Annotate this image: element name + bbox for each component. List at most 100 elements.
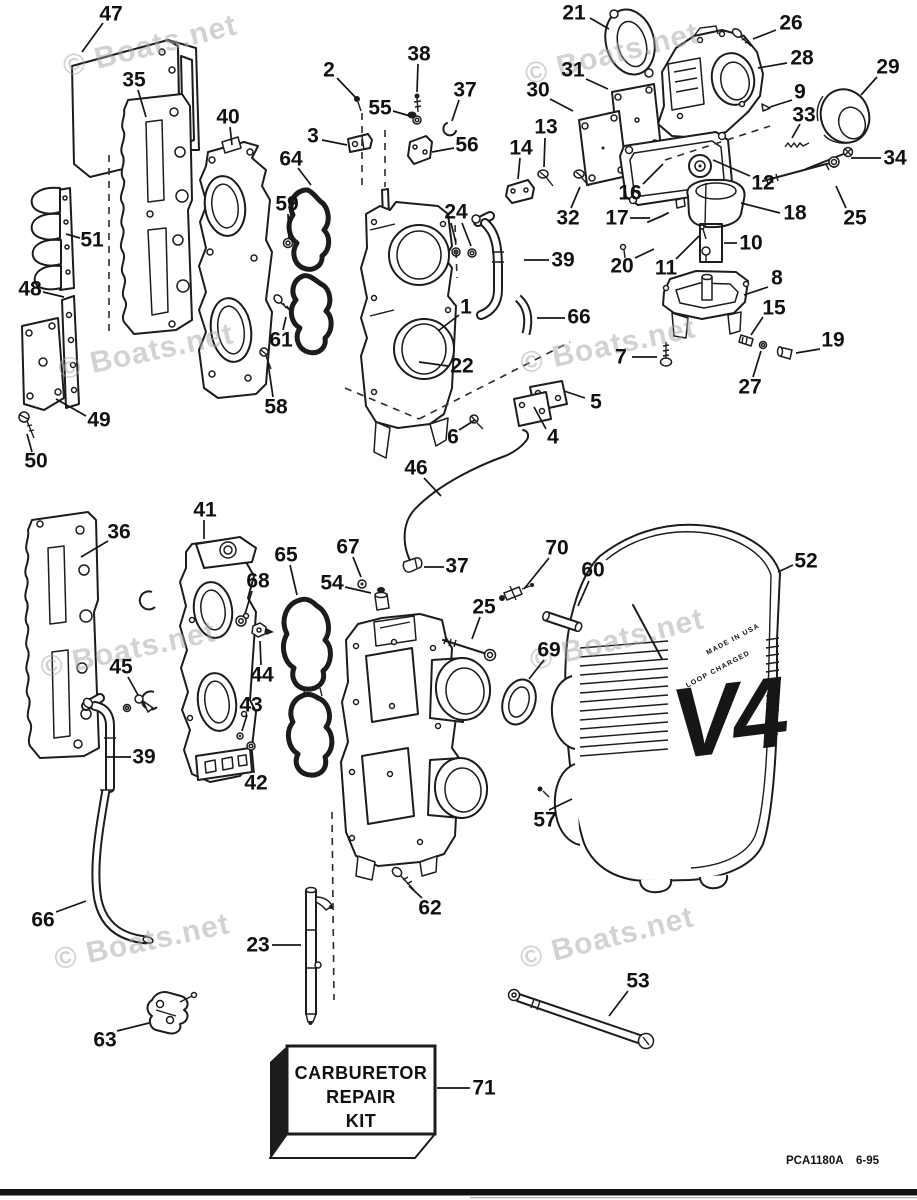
leader-line-66: [55, 900, 87, 913]
callout-9: 9: [794, 81, 806, 104]
part-v4-cover-52: [551, 523, 781, 894]
part-spring-33: [784, 141, 810, 149]
cover-v4-logo: V4: [665, 655, 792, 780]
callout-55: 55: [368, 97, 392, 120]
part-clip-9: [761, 103, 771, 112]
leader-line-24: [450, 222, 457, 244]
callout-2: 2: [323, 59, 335, 82]
callout-63: 63: [93, 1029, 116, 1052]
leader-line-6: [458, 419, 476, 431]
callout-41: 41: [193, 499, 217, 522]
part-intake-manifold-41: [138, 536, 257, 783]
part-fitting-45: [122, 694, 154, 713]
callout-70: 70: [545, 537, 568, 560]
callout-36: 36: [107, 521, 130, 544]
cover-edge-hatch: [765, 637, 780, 737]
part-screw-57: [537, 786, 550, 798]
callout-21: 21: [562, 2, 586, 25]
leader-line-35: [137, 89, 147, 118]
callout-6: 6: [447, 426, 459, 449]
cover-ribs: [579, 640, 669, 757]
callout-40: 40: [216, 106, 239, 129]
part-clamp-63: [146, 990, 198, 1035]
alignment-dash-line: [344, 387, 420, 420]
callout-8: 8: [771, 267, 783, 290]
callout-47: 47: [99, 3, 122, 26]
part-bracket-14: [505, 179, 535, 204]
leader-line-2: [336, 77, 358, 100]
callout-33: 33: [792, 104, 815, 127]
part-hose-66-upper: [514, 294, 533, 336]
part-float-18: [675, 178, 746, 229]
part-washer-59: [282, 237, 294, 249]
part-intake-manifold-40: [198, 136, 273, 399]
leader-line-13: [543, 137, 546, 168]
part-screw-62: [391, 866, 415, 891]
part-carburetor-28: [657, 25, 764, 139]
part-bead-67: [357, 579, 367, 589]
leader-line-27: [752, 350, 762, 378]
leader-line-43: [241, 714, 248, 732]
leader-line-11: [675, 235, 700, 260]
callout-46: 46: [404, 457, 427, 480]
callout-66: 66: [567, 306, 590, 329]
alignment-dash-line: [418, 341, 571, 420]
leader-line-54: [344, 586, 372, 594]
callout-30: 30: [526, 79, 549, 102]
part-clip-37-top: [442, 122, 457, 137]
leader-line-4: [533, 406, 547, 430]
part-pin-2: [354, 96, 362, 112]
leader-line-37: [451, 99, 460, 122]
leader-line-19: [795, 348, 821, 354]
bottom-rule-thin: [470, 1197, 917, 1199]
leader-line-18: [740, 202, 781, 214]
part-plate-30: [578, 110, 628, 186]
part-nut-44: [251, 622, 274, 638]
part-plate-4: [513, 391, 552, 427]
part-rod-17: [647, 212, 669, 223]
leader-line-3: [321, 139, 348, 146]
callout-19: 19: [821, 329, 844, 352]
part-screw-58: [259, 347, 272, 370]
leader-line-28: [757, 62, 788, 69]
leader-line-48: [42, 291, 65, 298]
watermark-text: © Boats.net: [517, 900, 698, 975]
callout-64: 64: [279, 148, 303, 171]
callout-37: 37: [453, 79, 476, 102]
part-plate-strip-48: [61, 295, 80, 409]
callout-15: 15: [762, 297, 786, 320]
part-diaphragm-12: [688, 154, 712, 178]
part-float-bowl-8: [662, 270, 750, 339]
leader-line-51: [65, 233, 81, 239]
part-screw-7: [659, 342, 673, 367]
part-screw-20: [619, 243, 627, 259]
leader-line-26: [752, 29, 777, 40]
part-carburetor-lower: [340, 613, 492, 881]
kit-box-line-2: REPAIR: [326, 1087, 396, 1107]
part-cup-54: [374, 587, 390, 611]
part-ring-27: [758, 340, 768, 350]
callout-23: 23: [246, 934, 269, 957]
callout-45: 45: [109, 656, 133, 679]
callout-1: 1: [460, 296, 472, 319]
watermark-text: © Boats.net: [51, 907, 232, 976]
watermark-text: © Boats.net: [517, 311, 698, 380]
part-screw-13: [537, 169, 554, 187]
callout-10: 10: [739, 232, 762, 255]
callout-28: 28: [790, 47, 814, 70]
alignment-dashes: [108, 113, 771, 1001]
callout-56: 56: [455, 134, 478, 157]
callout-60: 60: [581, 559, 604, 582]
leader-line-65: [289, 564, 298, 596]
leader-line-14: [517, 157, 521, 180]
callout-44: 44: [250, 664, 274, 687]
leader-line-52: [777, 564, 794, 573]
leader-line-1: [437, 314, 460, 332]
leader-line-8: [743, 286, 769, 296]
part-link-rod-46: [403, 429, 530, 572]
leader-line-59: [287, 213, 290, 240]
part-screw-25-lower: [442, 636, 497, 662]
leader-line-25: [471, 616, 481, 640]
